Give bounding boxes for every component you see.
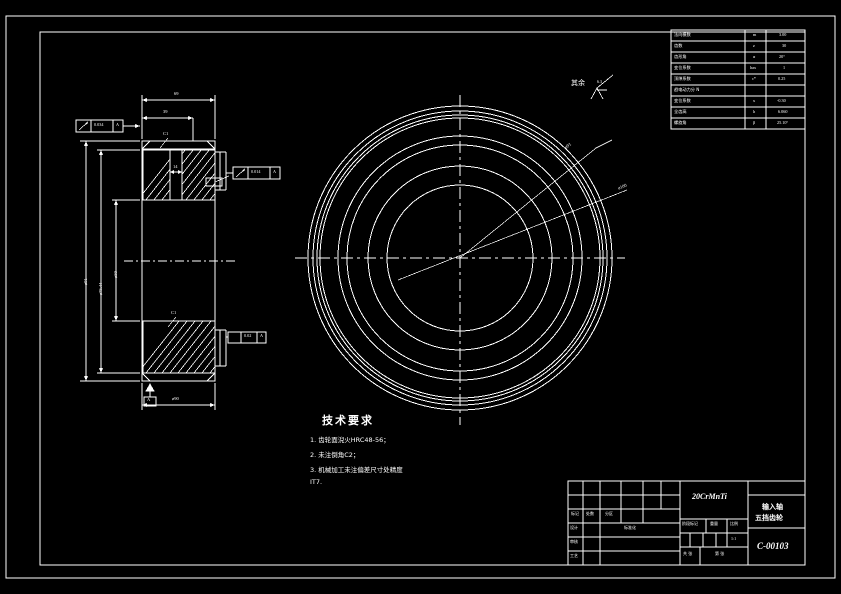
gear-row-6-value: -0.30	[777, 98, 786, 103]
title-mid-header-1: 重量	[710, 521, 718, 526]
gear-row-1-symbol: z	[753, 43, 755, 48]
chamfer-label-bottom: C1	[171, 310, 177, 315]
gear-row-3-symbol: hax	[750, 65, 757, 70]
title-header-0: 标记	[571, 511, 579, 516]
gear-row-8-value: 25.10°	[777, 120, 789, 125]
gdt-2-tolerance: 0.014	[251, 169, 261, 174]
gear-row-4-value: 0.25	[778, 76, 786, 81]
drawing-number: C-00103	[757, 541, 789, 551]
gdt-2-datum: A	[273, 169, 277, 174]
title-row-label-1: 审核	[570, 539, 578, 544]
gear-row-8-symbol: β	[753, 120, 756, 125]
gear-row-6-name: 变位系数	[674, 98, 691, 103]
gear-row-8-name: 螺旋角	[674, 120, 687, 125]
section-bore-lines	[142, 199, 215, 322]
gear-row-0-symbol: m	[753, 32, 757, 37]
gear-row-6-symbol: x	[753, 98, 756, 103]
gdt-frames	[75, 119, 281, 344]
front-view-centerlines	[295, 95, 625, 425]
title-mid-header-2: 比例	[730, 521, 738, 526]
title-block-frame	[567, 480, 806, 566]
title-bottom-cell-1: 第 张	[715, 551, 725, 556]
material-label: 20CrMnTi	[692, 492, 727, 501]
gear-row-3-value: 1	[783, 65, 786, 70]
section-hatch-lower	[142, 320, 216, 374]
gear-row-2-symbol: α	[753, 54, 756, 59]
technical-requirement-item-3-cont: IT7.	[310, 478, 323, 486]
gear-row-7-value: 6.060	[778, 109, 788, 114]
dim-outer-diameter: ø91	[83, 278, 88, 285]
surface-finish-value: 6.3	[597, 79, 602, 84]
dim-hub-diameter: ø75.44	[98, 282, 103, 295]
gear-row-0-name: 法向模数	[674, 32, 691, 37]
title-header-2: 分区	[605, 511, 613, 516]
chamfer-label-top: C1	[163, 131, 169, 136]
gdt-3-tolerance: 0.02	[244, 333, 252, 338]
gdt-3-datum: A	[260, 333, 264, 338]
dim-overall-width: 69	[174, 91, 179, 96]
section-outline	[141, 140, 227, 382]
gear-row-0-value: 3.00	[779, 32, 787, 37]
part-name-line-2: 五挡齿轮	[755, 514, 783, 522]
gear-row-3-name: 变位系数	[674, 65, 691, 70]
title-row-label-0: 设计	[570, 525, 578, 530]
dim-bottom-width: ø90	[172, 396, 179, 401]
dim-groove-width: 14	[173, 164, 178, 169]
part-name-line-1: 输入轴	[762, 503, 783, 511]
datum-label-a: A	[147, 397, 151, 402]
title-row-label-2: 工艺	[570, 553, 578, 558]
gear-row-5-name: 趋电动力分 N	[674, 87, 700, 92]
gear-row-7-name: 全齿高	[674, 109, 687, 114]
gear-row-4-name: 顶隙系数	[674, 76, 691, 81]
title-scale-value: 1:1	[731, 536, 737, 541]
gear-row-1-value: 30	[782, 43, 787, 48]
outer-border	[5, 15, 836, 579]
title-header-1: 处数	[586, 511, 594, 516]
gdt-1-tolerance: 0.034	[94, 122, 104, 127]
inner-border	[39, 31, 806, 566]
gear-row-2-value: 20°	[779, 54, 785, 59]
gear-parameter-table	[670, 29, 806, 130]
technical-requirement-item-1: 1. 齿轮面淣火HRC48-56；	[310, 436, 390, 444]
gear-row-4-symbol: c*	[752, 76, 756, 81]
surface-finish-symbol	[590, 74, 614, 100]
section-hatch-upper	[142, 149, 216, 201]
gear-row-1-name: 齿数	[674, 43, 683, 48]
gdt-1-datum: A	[116, 122, 120, 127]
front-view-leaders	[397, 139, 628, 281]
title-standardization-label: 标准化	[624, 525, 636, 530]
gear-row-7-symbol: h	[753, 109, 756, 114]
dim-step-width: 39	[163, 109, 168, 114]
title-bottom-cell-0: 共 张	[683, 551, 693, 556]
technical-requirement-item-2: 2. 未注倒角C2；	[310, 451, 360, 459]
dim-bore-diameter: ø50	[113, 271, 118, 278]
gear-row-2-name: 齿形角	[674, 54, 687, 59]
section-dimensions	[80, 95, 216, 410]
technical-requirements-heading: 技术要求	[322, 414, 374, 427]
title-mid-header-0: 阶段标记	[682, 521, 698, 526]
surface-finish-note-label: 其余	[571, 79, 585, 87]
technical-requirement-item-3: 3. 机械加工未注偏差尺寸处精度	[310, 466, 403, 474]
